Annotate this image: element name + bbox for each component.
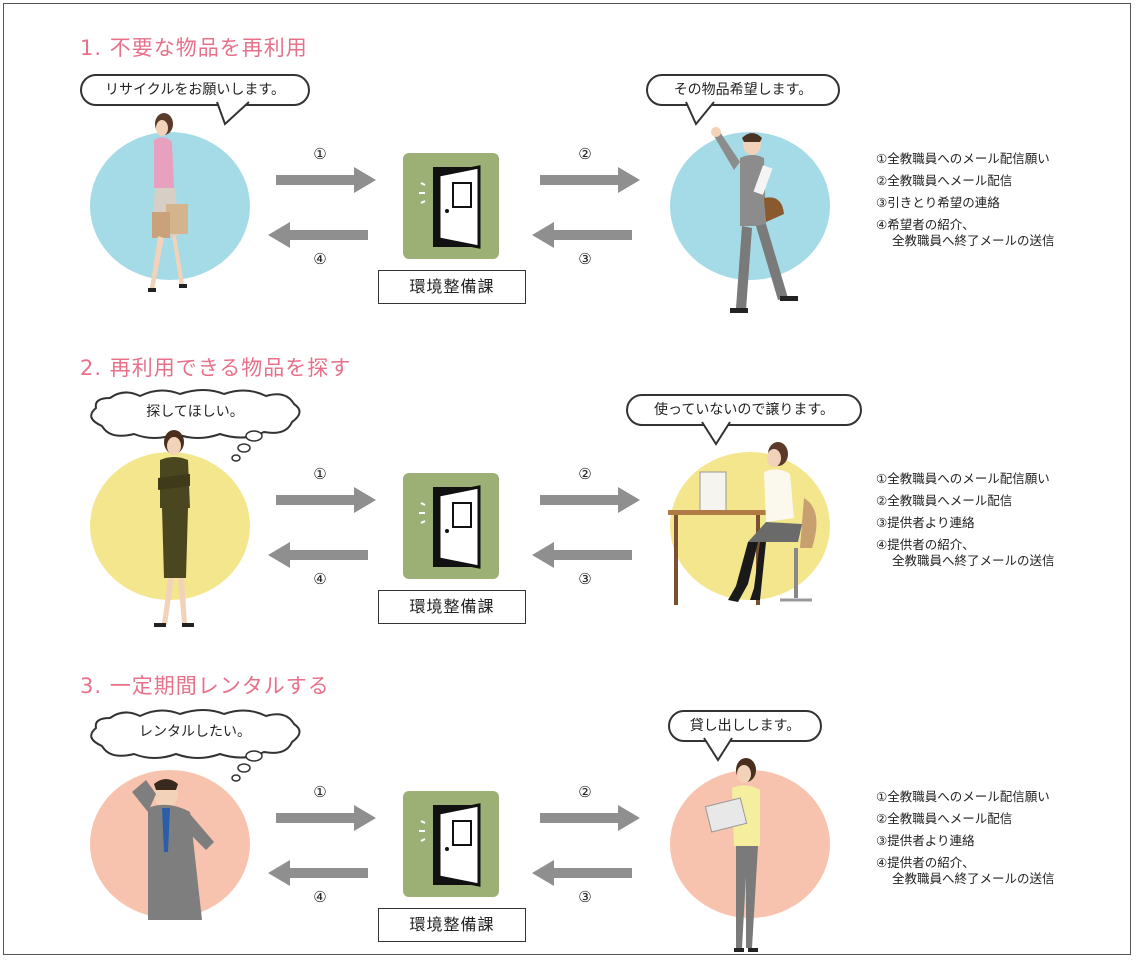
step-number-3: ③: [578, 570, 592, 588]
step-list: ①全教職員へのメール配信願い ②全教職員へメール配信 ③引きとり希望の連絡 ④希…: [876, 148, 1055, 252]
arrow-right-1: [276, 167, 376, 193]
requester-speech-bubble: リサイクルをお願いします。: [80, 74, 310, 106]
section-title: 1. 不要な物品を再利用: [80, 36, 308, 60]
provider-speech-bubble: 貸し出しします。: [668, 710, 822, 742]
thought-cloud-icon: [90, 709, 301, 759]
arrow-left-3: [532, 860, 632, 886]
step-text-1: ①全教職員へのメール配信願い: [876, 789, 1050, 804]
section-title: 2. 再利用できる物品を探す: [80, 356, 352, 380]
woman-with-bags-figure: [148, 113, 188, 292]
step-text-4: ④提供者の紹介、: [876, 537, 975, 552]
speech-bubble-tail: [685, 101, 715, 126]
troubled-man-figure: [132, 779, 214, 920]
step-text-3: ③引きとり希望の連絡: [876, 195, 1000, 210]
step-text-4-cont: 全教職員へ終了メールの送信: [892, 233, 1055, 248]
speech-bubble-tail: [701, 421, 731, 446]
step-text-2: ②全教職員へメール配信: [876, 811, 1013, 826]
outer-frame: [3, 3, 1131, 955]
arrow-left-3: [532, 222, 632, 248]
step-text-2: ②全教職員へメール配信: [876, 493, 1013, 508]
arrow-left-4: [268, 222, 368, 248]
thought-cloud-icon: [90, 389, 301, 439]
step-number-4: ④: [313, 570, 327, 588]
arrow-right-1: [276, 487, 376, 513]
step-text-2: ②全教職員へメール配信: [876, 173, 1013, 188]
step-number-4: ④: [313, 250, 327, 268]
requester-thought-text: 探してほしい。: [146, 404, 244, 420]
arrow-left-3: [532, 542, 632, 568]
step-number-1: ①: [313, 145, 327, 163]
section-title: 3. 一定期間レンタルする: [80, 674, 330, 698]
section-rental: 3. 一定期間レンタルする レンタルしたい。 ① ④ ② ③ 環境整備課 貸し出…: [0, 638, 1136, 958]
step-number-4: ④: [313, 888, 327, 906]
office-door-icon: [403, 791, 499, 897]
provider-speech-bubble: 使っていないので譲ります。: [626, 394, 862, 426]
woman-arms-crossed-figure: [154, 430, 194, 627]
step-number-1: ①: [313, 783, 327, 801]
step-number-3: ③: [578, 250, 592, 268]
arrow-right-2: [540, 167, 640, 193]
arrow-right-2: [540, 805, 640, 831]
office-label: 環境整備課: [378, 270, 526, 304]
step-text-4-cont: 全教職員へ終了メールの送信: [892, 553, 1055, 568]
speech-bubble-tail: [216, 101, 250, 126]
section-search: 2. 再利用できる物品を探す 探してほしい。 ① ④ ② ③: [0, 320, 1136, 640]
thought-dots-icon: [231, 750, 263, 782]
recipient-speech-bubble: その物品希望します。: [646, 74, 840, 106]
man-raising-hand-figure: [711, 127, 798, 313]
office-door-icon: [403, 153, 499, 259]
woman-at-desk-figure: [668, 442, 817, 605]
step-number-3: ③: [578, 888, 592, 906]
step-text-4-cont: 全教職員へ終了メールの送信: [892, 871, 1055, 886]
arrow-left-4: [268, 542, 368, 568]
step-number-2: ②: [578, 145, 592, 163]
speech-bubble-tail: [703, 737, 733, 762]
woman-with-document-figure: [704, 758, 760, 952]
section-recycle: 1. 不要な物品を再利用 リサイクルをお願いします。 ① ④ ② ③ 環境整備課: [0, 0, 1136, 320]
office-label: 環境整備課: [378, 590, 526, 624]
step-number-2: ②: [578, 783, 592, 801]
office-label: 環境整備課: [378, 908, 526, 942]
thought-dots-icon: [231, 430, 263, 462]
step-list: ①全教職員へのメール配信願い ②全教職員へメール配信 ③提供者より連絡 ④提供者…: [876, 786, 1055, 890]
step-text-1: ①全教職員へのメール配信願い: [876, 471, 1050, 486]
step-text-3: ③提供者より連絡: [876, 833, 975, 848]
office-door-icon: [403, 473, 499, 579]
arrow-left-4: [268, 860, 368, 886]
arrow-right-2: [540, 487, 640, 513]
step-text-1: ①全教職員へのメール配信願い: [876, 151, 1050, 166]
step-number-1: ①: [313, 465, 327, 483]
step-text-4: ④希望者の紹介、: [876, 217, 975, 232]
step-text-3: ③提供者より連絡: [876, 515, 975, 530]
requester-thought-text: レンタルしたい。: [139, 724, 251, 740]
arrow-right-1: [276, 805, 376, 831]
step-text-4: ④提供者の紹介、: [876, 855, 975, 870]
step-list: ①全教職員へのメール配信願い ②全教職員へメール配信 ③提供者より連絡 ④提供者…: [876, 468, 1055, 572]
step-number-2: ②: [578, 465, 592, 483]
